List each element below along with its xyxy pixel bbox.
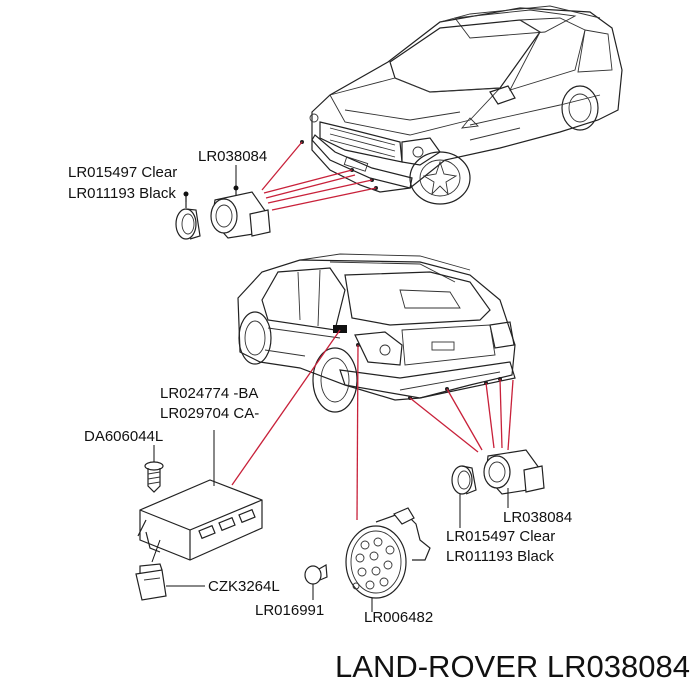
rear-parking-sensor-icon — [483, 449, 545, 508]
rear-bezel-black-label: LR011193 Black — [446, 548, 554, 565]
front-bezel-clear-label: LR015497 Clear — [68, 164, 177, 181]
rear-vehicle-illustration — [237, 253, 516, 413]
screw-part-label: DA606044L — [84, 428, 163, 445]
bracket-part-label: CZK3264L — [208, 578, 280, 595]
buzzer-icon — [345, 507, 431, 612]
front-bezel-black-label: LR011193 Black — [68, 185, 176, 202]
rear-bezel-clear-label: LR015497 Clear — [446, 528, 555, 545]
front-callout-lines — [261, 141, 377, 211]
buzzer-part-label: LR006482 — [364, 609, 433, 626]
front-vehicle-illustration — [300, 5, 623, 205]
footer-title: LAND-ROVER LR038084 — [335, 649, 690, 684]
bulb-part-label: LR016991 — [255, 602, 324, 619]
rear-sensor-bezel-icon — [451, 465, 477, 528]
front-sensor-part-label: LR038084 — [198, 148, 267, 165]
rear-callout-lines — [231, 329, 514, 521]
module-part-label-a: LR024774 -BA — [160, 385, 258, 402]
parking-aid-module-icon — [137, 479, 263, 561]
bulb-icon — [304, 564, 328, 600]
screw-icon — [144, 445, 164, 493]
module-part-label-b: LR029704 CA- — [160, 405, 259, 422]
front-sensor-bezel-icon — [175, 191, 201, 240]
rear-sensor-part-label: LR038084 — [503, 509, 572, 526]
bracket-icon — [135, 539, 205, 601]
front-parking-sensor-icon — [210, 185, 271, 239]
